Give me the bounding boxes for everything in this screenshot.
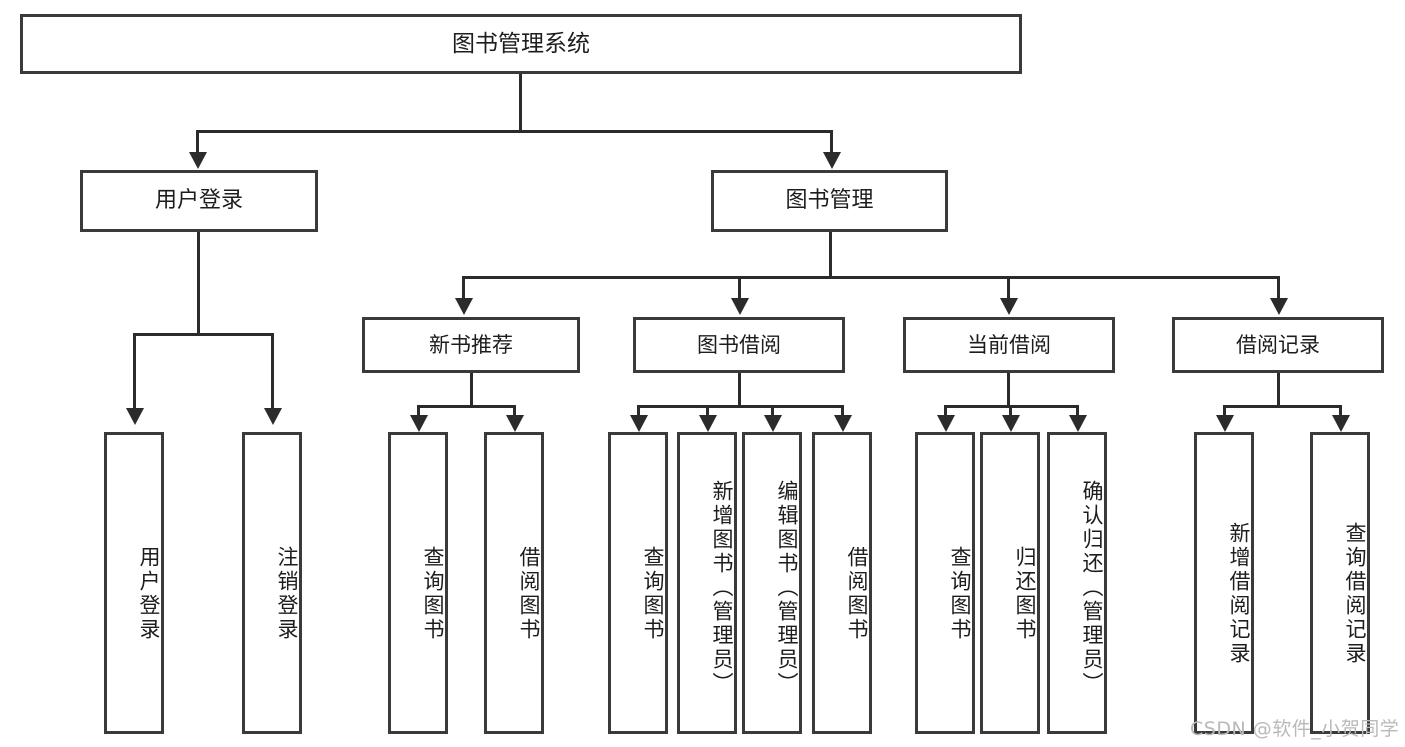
node-current-borrow[interactable]: 当前借阅: [903, 317, 1115, 373]
connector-borrow-bar: [637, 405, 843, 408]
connector-userlogin-stem: [197, 232, 200, 335]
leaf-borrow-edit-book-admin[interactable]: 编辑图书（管理员）: [742, 432, 802, 734]
node-book-management[interactable]: 图书管理: [711, 170, 948, 232]
arrowhead-borrow-to-leaf2: [699, 415, 717, 432]
connector-bookmgmt-to-record: [1277, 276, 1280, 304]
arrowhead-current-to-leaf3: [1069, 415, 1087, 432]
arrowhead-current-to-leaf2: [1002, 415, 1020, 432]
connector-current-to-leaf1: [944, 405, 947, 420]
node-label: 新增图书（管理员）: [710, 480, 734, 696]
node-label: 查询图书: [421, 546, 445, 642]
node-label: 用户登录: [154, 188, 243, 214]
node-label: 借阅图书: [517, 546, 541, 642]
arrowhead-userlogin-to-leaf1: [126, 408, 144, 425]
csdn-watermark: CSDN @软件_小贺同学: [1190, 718, 1400, 740]
node-label: 当前借阅: [967, 332, 1051, 357]
connector-userlogin-bar: [133, 333, 272, 336]
connector-record-bar: [1223, 405, 1341, 408]
connector-record-stem: [1277, 373, 1280, 407]
arrowhead-newbook-to-leaf1: [410, 415, 428, 432]
arrowhead-borrow-to-leaf3: [764, 415, 782, 432]
node-label: 图书管理: [785, 188, 874, 214]
node-user-login[interactable]: 用户登录: [80, 170, 318, 232]
node-book-borrow[interactable]: 图书借阅: [633, 317, 845, 373]
connector-newbook-to-leaf2: [513, 405, 516, 420]
connector-borrow-to-leaf1: [637, 405, 640, 420]
leaf-current-confirm-return-admin[interactable]: 确认归还（管理员）: [1047, 432, 1107, 734]
node-label: 图书管理系统: [452, 30, 590, 57]
node-borrow-record[interactable]: 借阅记录: [1172, 317, 1384, 373]
connector-newbook-bar: [417, 405, 515, 408]
leaf-current-return-book[interactable]: 归还图书: [980, 432, 1040, 734]
node-label: 编辑图书（管理员）: [775, 480, 799, 696]
node-root-system[interactable]: 图书管理系统: [20, 14, 1022, 74]
leaf-newbook-query-book[interactable]: 查询图书: [388, 432, 448, 734]
arrowhead-root-to-userlogin: [189, 152, 207, 169]
connector-root-to-userlogin: [196, 130, 199, 158]
connector-root-stem: [519, 74, 522, 132]
node-label: 查询借阅记录: [1343, 522, 1367, 666]
arrowhead-record-to-leaf2: [1332, 415, 1350, 432]
connector-bookmgmt-bar: [462, 276, 1277, 279]
arrowhead-newbook-to-leaf2: [506, 415, 524, 432]
connector-borrow-to-leaf4: [841, 405, 844, 420]
connector-current-stem: [1007, 373, 1010, 407]
leaf-borrow-borrow-book[interactable]: 借阅图书: [812, 432, 872, 734]
leaf-record-add-record[interactable]: 新增借阅记录: [1194, 432, 1254, 734]
arrowhead-userlogin-to-leaf2: [264, 408, 282, 425]
connector-record-to-leaf1: [1223, 405, 1226, 420]
leaf-borrow-query-book[interactable]: 查询图书: [608, 432, 668, 734]
leaf-logout[interactable]: 注销登录: [242, 432, 302, 734]
connector-newbook-to-leaf1: [417, 405, 420, 420]
connector-userlogin-to-leaf2: [271, 333, 274, 413]
node-label: 图书借阅: [697, 332, 781, 357]
arrowhead-borrow-to-leaf1: [630, 415, 648, 432]
connector-userlogin-to-leaf1: [133, 333, 136, 413]
arrowhead-bookmgmt-to-record: [1270, 298, 1288, 315]
leaf-record-query-record[interactable]: 查询借阅记录: [1310, 432, 1370, 734]
connector-bookmgmt-to-borrow: [738, 276, 741, 304]
leaf-borrow-add-book-admin[interactable]: 新增图书（管理员）: [677, 432, 737, 734]
connector-root-to-bookmgmt: [830, 130, 833, 158]
connector-newbook-stem: [470, 373, 473, 407]
node-label: 查询图书: [641, 546, 665, 642]
node-label: 注销登录: [275, 546, 299, 642]
node-label: 借阅图书: [845, 546, 869, 642]
connector-borrow-stem: [738, 373, 741, 407]
node-label: 新增借阅记录: [1227, 522, 1251, 666]
node-label: 用户登录: [137, 546, 161, 642]
node-label: 查询图书: [948, 546, 972, 642]
connector-borrow-to-leaf2: [706, 405, 709, 420]
leaf-current-query-book[interactable]: 查询图书: [915, 432, 975, 734]
connector-bookmgmt-stem: [829, 232, 832, 278]
arrowhead-bookmgmt-to-newbook: [455, 298, 473, 315]
leaf-newbook-borrow-book[interactable]: 借阅图书: [484, 432, 544, 734]
leaf-user-login[interactable]: 用户登录: [104, 432, 164, 734]
connector-root-bar: [196, 130, 833, 133]
connector-current-to-leaf3: [1076, 405, 1079, 420]
arrowhead-record-to-leaf1: [1216, 415, 1234, 432]
connector-bookmgmt-to-newbook: [462, 276, 465, 304]
arrowhead-current-to-leaf1: [937, 415, 955, 432]
node-new-book-recommend[interactable]: 新书推荐: [362, 317, 580, 373]
arrowhead-root-to-bookmgmt: [823, 152, 841, 169]
node-label: 确认归还（管理员）: [1080, 480, 1104, 696]
connector-current-to-leaf2: [1009, 405, 1012, 420]
connector-bookmgmt-to-current: [1007, 276, 1010, 304]
connector-borrow-to-leaf3: [771, 405, 774, 420]
arrowhead-bookmgmt-to-borrow: [731, 298, 749, 315]
arrowhead-borrow-to-leaf4: [834, 415, 852, 432]
node-label: 借阅记录: [1236, 332, 1320, 357]
node-label: 新书推荐: [429, 332, 513, 357]
node-label: 归还图书: [1013, 546, 1037, 642]
connector-record-to-leaf2: [1339, 405, 1342, 420]
arrowhead-bookmgmt-to-current: [1000, 298, 1018, 315]
